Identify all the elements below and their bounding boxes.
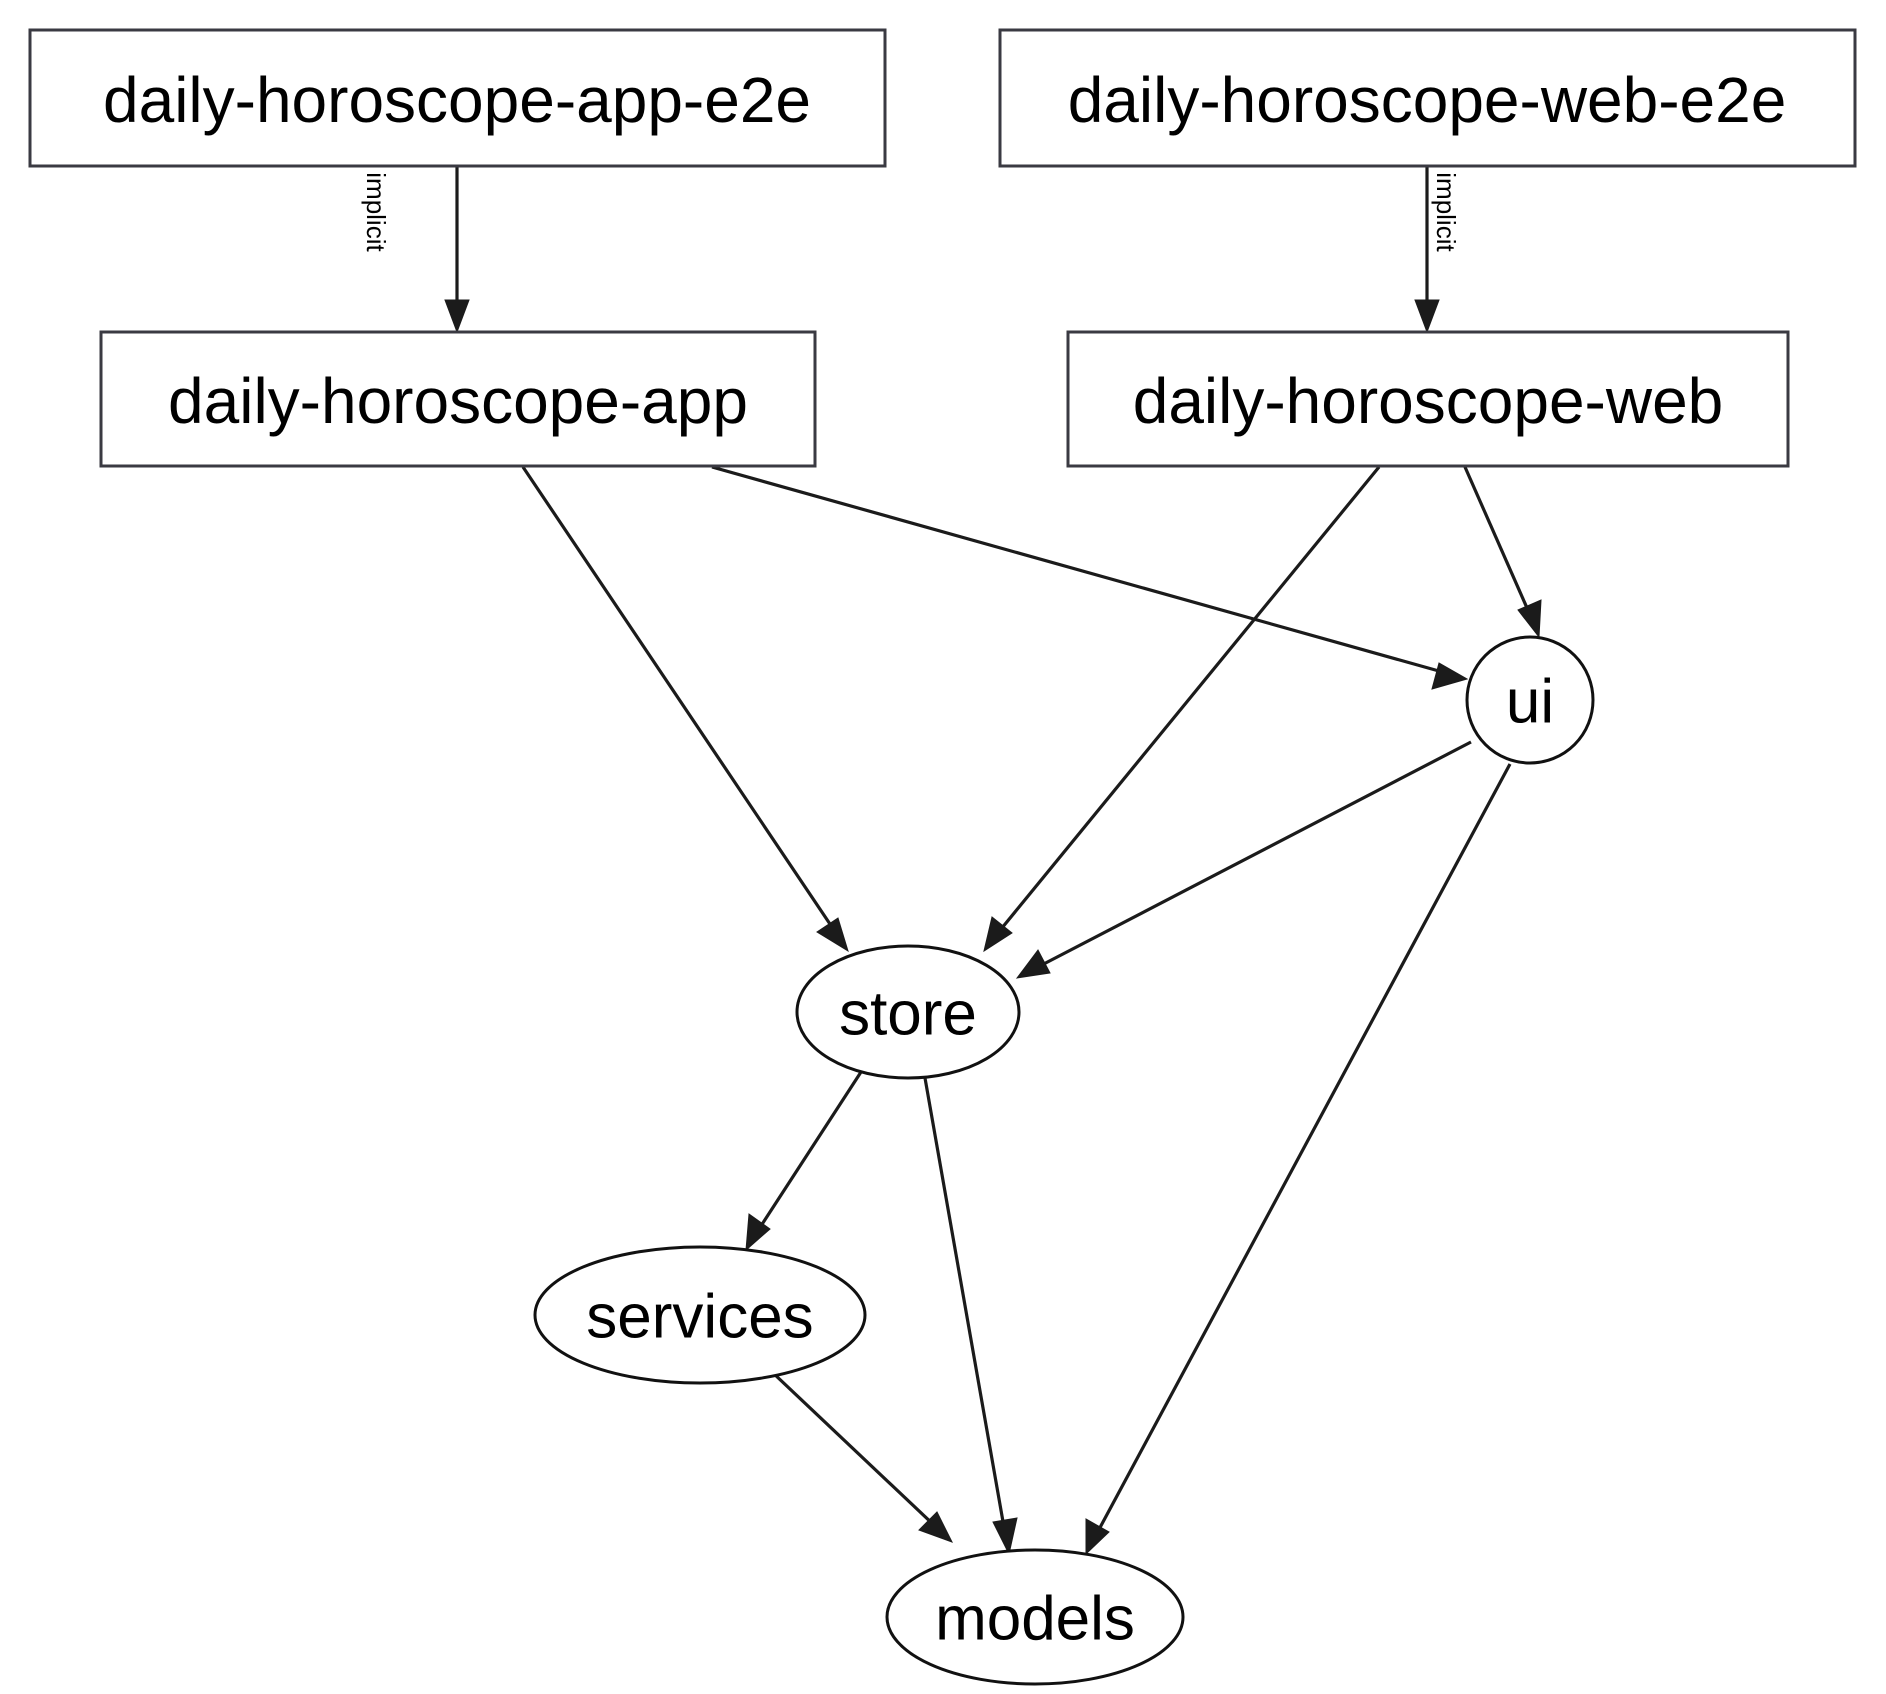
edge-app-e2e-to-app[interactable]: implicit bbox=[361, 166, 470, 334]
node-shape-rect bbox=[998, 28, 1857, 168]
node-shape-ellipse bbox=[795, 944, 1021, 1080]
arrow-head-icon bbox=[444, 299, 470, 334]
edge-store-to-services[interactable] bbox=[745, 1071, 863, 1252]
edge-line bbox=[521, 466, 838, 934]
edge-line bbox=[1035, 740, 1472, 970]
edge-line bbox=[711, 465, 1447, 675]
node-daily-horoscope-web-e2e[interactable]: daily-horoscope-web-e2e bbox=[998, 28, 1857, 168]
node-services[interactable]: services bbox=[533, 1245, 867, 1385]
edge-line bbox=[770, 1370, 938, 1529]
arrow-head-icon bbox=[1085, 1518, 1110, 1556]
node-shape-ellipse bbox=[1465, 635, 1595, 765]
node-store[interactable]: store bbox=[795, 944, 1021, 1080]
edge-line bbox=[923, 1077, 1007, 1534]
node-label: store bbox=[839, 980, 977, 1049]
edge-line bbox=[1094, 763, 1512, 1536]
node-shape-rect bbox=[1066, 330, 1790, 468]
edge-label-implicit-app: implicit bbox=[361, 172, 391, 252]
node-daily-horoscope-app-e2e[interactable]: daily-horoscope-app-e2e bbox=[28, 28, 887, 168]
edge-services-to-models[interactable] bbox=[770, 1370, 954, 1543]
edge-layer: implicit implicit bbox=[361, 166, 1542, 1556]
edge-ui-to-models[interactable] bbox=[1085, 763, 1512, 1556]
node-label: models bbox=[935, 1585, 1135, 1654]
arrow-head-icon bbox=[1431, 662, 1469, 690]
node-label: services bbox=[586, 1283, 813, 1352]
arrow-head-icon bbox=[1015, 949, 1051, 979]
node-shape-ellipse bbox=[533, 1245, 867, 1385]
node-shape-rect bbox=[28, 28, 887, 168]
node-label: daily-horoscope-app bbox=[168, 365, 748, 437]
arrow-head-icon bbox=[992, 1517, 1018, 1556]
edge-label-implicit-web: implicit bbox=[1431, 172, 1461, 252]
node-label: daily-horoscope-app-e2e bbox=[103, 64, 811, 136]
node-ui[interactable]: ui bbox=[1465, 635, 1595, 765]
arrow-head-icon bbox=[1517, 599, 1542, 639]
arrow-head-icon bbox=[745, 1213, 771, 1252]
node-daily-horoscope-app[interactable]: daily-horoscope-app bbox=[99, 330, 817, 468]
arrow-head-icon bbox=[983, 916, 1013, 953]
edge-line bbox=[995, 465, 1381, 936]
node-shape-ellipse bbox=[885, 1548, 1185, 1686]
arrow-head-icon bbox=[1414, 299, 1440, 334]
edge-web-e2e-to-web[interactable]: implicit bbox=[1414, 166, 1461, 334]
edge-ui-to-store[interactable] bbox=[1015, 740, 1472, 979]
edge-line bbox=[755, 1071, 863, 1233]
node-models[interactable]: models bbox=[885, 1548, 1185, 1686]
node-label: daily-horoscope-web-e2e bbox=[1068, 64, 1787, 136]
node-shape-rect bbox=[99, 330, 817, 468]
edge-store-to-models[interactable] bbox=[923, 1077, 1018, 1556]
edge-web-to-ui[interactable] bbox=[1463, 466, 1542, 639]
node-daily-horoscope-web[interactable]: daily-horoscope-web bbox=[1066, 330, 1790, 468]
edge-web-to-store[interactable] bbox=[983, 465, 1381, 953]
arrow-head-icon bbox=[816, 917, 849, 953]
node-label: ui bbox=[1506, 668, 1554, 737]
edge-line bbox=[1463, 466, 1533, 618]
edge-app-to-ui[interactable] bbox=[711, 465, 1469, 690]
node-label: daily-horoscope-web bbox=[1133, 365, 1724, 437]
arrow-head-icon bbox=[918, 1511, 954, 1543]
edge-app-to-store[interactable] bbox=[521, 466, 849, 953]
node-layer: daily-horoscope-app-e2e daily-horoscope-… bbox=[28, 28, 1857, 1686]
